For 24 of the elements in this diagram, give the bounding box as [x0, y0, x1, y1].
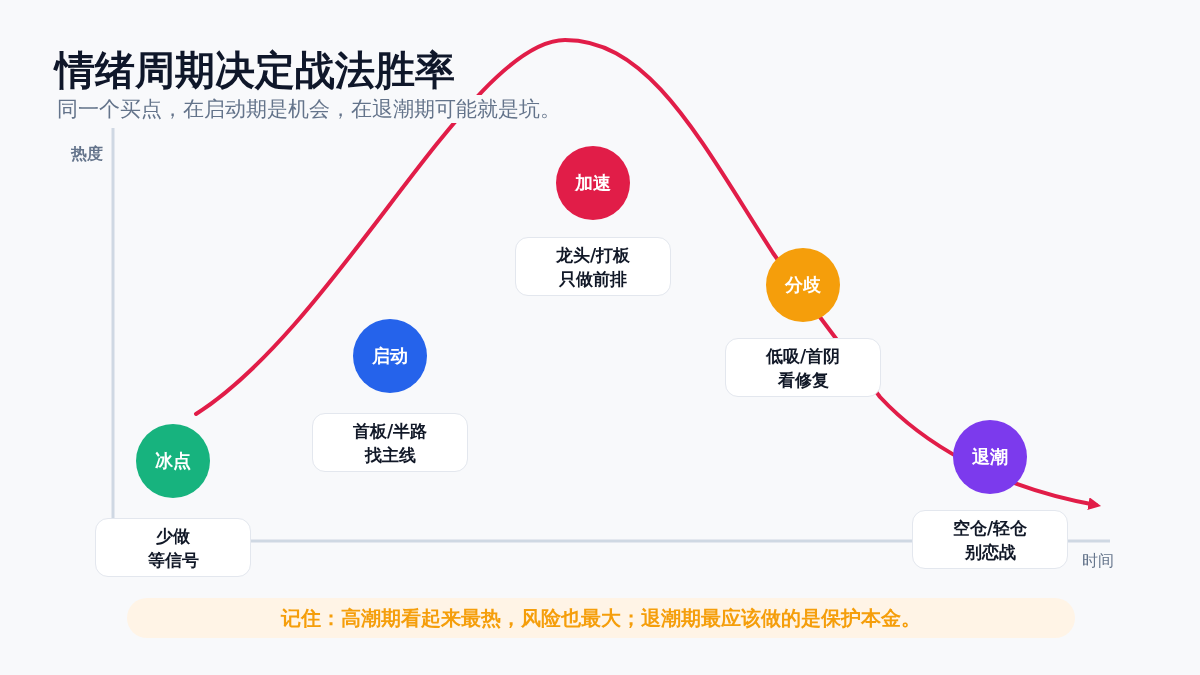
tip-card: [95, 518, 251, 577]
tip-text: 低吸/首阴: [765, 344, 841, 368]
tip-card: [912, 510, 1068, 569]
axis-label: 时间: [1082, 550, 1114, 572]
tip-text: 只做前排: [559, 267, 627, 291]
tip-text: 龙头/打板: [555, 243, 631, 267]
phase-circle: 冰点: [136, 424, 210, 498]
title: 情绪周期决定战法胜率: [55, 46, 455, 95]
tip-card: [725, 338, 881, 397]
tip-text: 空仓/轻仓: [952, 516, 1028, 540]
tip-text: 等信号: [147, 548, 199, 572]
phase-circle: 启动: [353, 319, 427, 393]
phase-circle: 分歧: [766, 248, 840, 322]
phase-circle: 加速: [556, 146, 630, 220]
phase-circle: 退潮: [953, 420, 1027, 494]
tip-text: 少做: [156, 524, 190, 548]
note-banner: 记住：高潮期看起来最热，风险也最大；退潮期最应该做的是保护本金。: [127, 598, 1075, 638]
axis-label: 热度: [71, 143, 103, 165]
tip-text: 别恋战: [964, 540, 1016, 564]
tip-card: [515, 237, 671, 296]
tip-text: 找主线: [364, 443, 416, 467]
tip-text: 首板/半路: [352, 419, 428, 443]
tip-card: [312, 413, 468, 472]
tip-text: 看修复: [777, 368, 829, 392]
